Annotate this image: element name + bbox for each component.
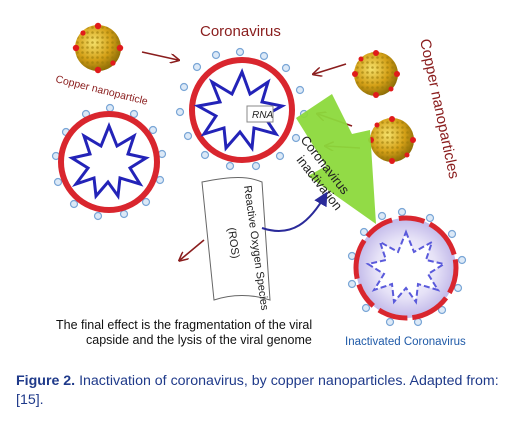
coronavirus-label: Coronavirus	[200, 23, 281, 40]
figure-caption-label: Figure 2.	[16, 373, 76, 389]
copper-nanoparticle-label-left: Copper nanoparticle	[54, 73, 149, 108]
inactivation-arrow: Coronavirus inactivation	[294, 94, 376, 224]
copper-nanoparticle-right-top	[352, 50, 400, 98]
rna-label: RNA	[252, 110, 273, 121]
ros-ribbon: Reactive Oxygen Species (ROS)	[201, 177, 271, 312]
final-effect-line1: The final effect is the fragmentation of…	[56, 318, 312, 332]
figure-illustration: Copper nanoparticle Coronavirus RNA	[51, 22, 467, 348]
copper-nanoparticle-top-left	[72, 22, 124, 74]
figure-caption-text: Inactivation of coronavirus, by copper n…	[16, 373, 499, 408]
coronavirus-particle-top: RNA	[175, 47, 309, 171]
copper-nanoparticle-right-bottom	[368, 116, 416, 164]
final-effect-line2: capside and the lysis of the viral genom…	[86, 333, 312, 347]
inactivated-coronavirus-particle	[347, 207, 467, 327]
ros-text-line2: (ROS)	[225, 227, 241, 260]
inactivated-coronavirus-label: Inactivated Coronavirus	[345, 336, 466, 348]
ros-arrow	[261, 191, 328, 232]
coronavirus-particle-left	[51, 103, 167, 221]
figure-caption: Figure 2. Inactivation of coronavirus, b…	[16, 372, 506, 410]
copper-nanoparticles-label-right: Copper nanoparticles	[416, 37, 462, 180]
